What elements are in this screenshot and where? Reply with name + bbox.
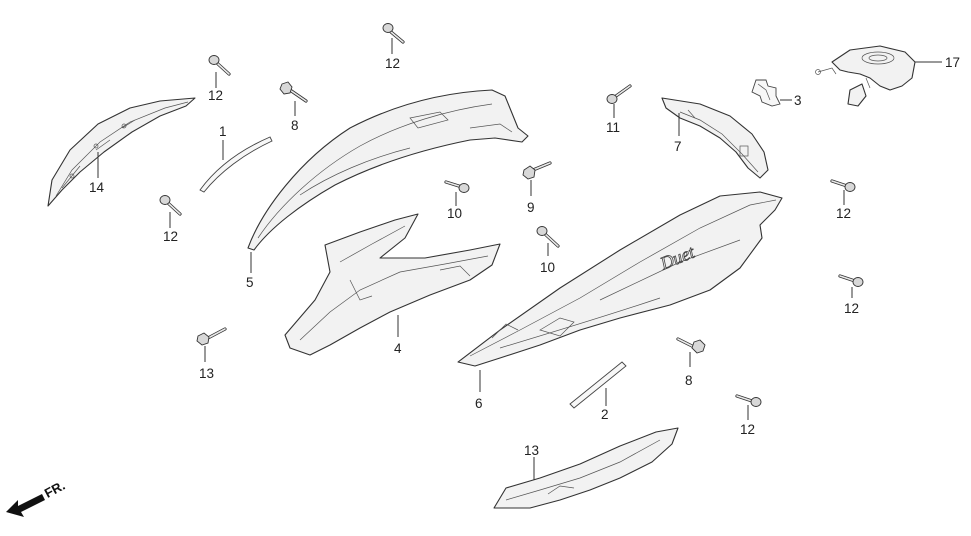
- callout-3: 3: [794, 93, 802, 108]
- callout-13-bolt: 13: [199, 366, 214, 381]
- callout-8-b: 8: [685, 373, 693, 388]
- part-3-clip: [751, 79, 781, 107]
- callout-10-b: 10: [540, 260, 555, 275]
- callout-13-panel: 13: [524, 443, 539, 458]
- part-14-front-cover: [47, 97, 196, 207]
- callout-12-f: 12: [740, 422, 755, 437]
- bolt-9: [522, 161, 552, 180]
- callout-8-a: 8: [291, 118, 299, 133]
- callout-1: 1: [219, 124, 227, 139]
- bolt-12-c: [159, 195, 182, 216]
- callout-2: 2: [601, 407, 609, 422]
- part-5-rear-upper-cover: [247, 89, 529, 251]
- front-direction-indicator: FR.: [6, 478, 67, 517]
- callout-12-c: 12: [163, 229, 178, 244]
- callout-10-a: 10: [447, 206, 462, 221]
- callout-9: 9: [527, 200, 535, 215]
- bolt-10-b: [536, 226, 560, 248]
- bolt-12-e: [838, 274, 864, 287]
- callout-12-a: 12: [208, 88, 223, 103]
- callout-7: 7: [674, 139, 682, 154]
- part-4-center-cover: [284, 213, 501, 356]
- bolt-12-d: [830, 179, 856, 192]
- part-6-side-cover: [457, 191, 783, 367]
- callout-12-d: 12: [836, 206, 851, 221]
- bolt-11: [606, 84, 632, 104]
- callout-14: 14: [89, 180, 105, 195]
- callout-12-b: 12: [385, 56, 400, 71]
- part-1-trim-strip: [199, 136, 273, 193]
- callout-17: 17: [945, 55, 960, 70]
- part-17-rear-carrier: [815, 45, 916, 107]
- bolt-8-b: [676, 337, 706, 354]
- bolt-10-a: [444, 180, 470, 193]
- callout-6: 6: [475, 396, 483, 411]
- callout-11: 11: [606, 120, 620, 135]
- front-label: FR.: [42, 478, 68, 501]
- part-13-side-panel: [493, 427, 679, 509]
- bolt-12-b: [382, 23, 405, 44]
- callout-12-e: 12: [844, 301, 859, 316]
- bolt-12-f: [735, 394, 762, 407]
- part-2-trim-strip: [569, 361, 627, 409]
- front-arrow-icon: [6, 494, 45, 517]
- bolt-8-a: [279, 81, 308, 103]
- part-7-rear-corner: [661, 97, 769, 179]
- bolt-13: [196, 327, 227, 346]
- callout-4: 4: [394, 341, 402, 356]
- callout-5: 5: [246, 275, 254, 290]
- bolt-12-a: [208, 55, 231, 76]
